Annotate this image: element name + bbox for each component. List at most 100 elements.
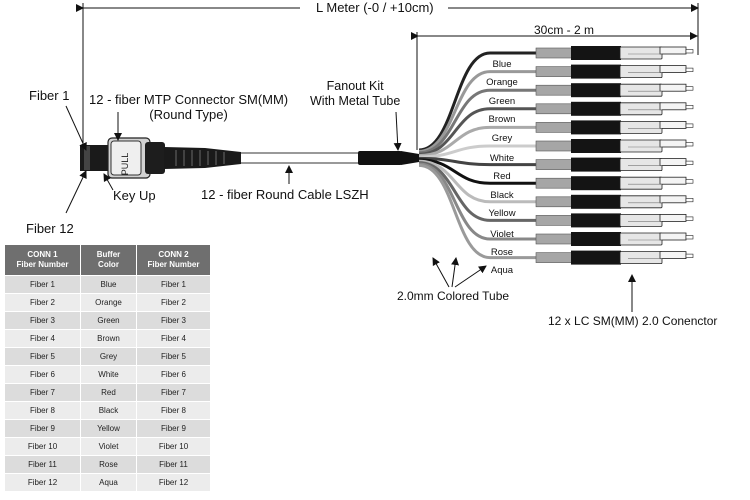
round-cable-label: 12 - fiber Round Cable LSZH [201,187,369,202]
cell-color: Green [81,312,136,329]
cell-color: Blue [81,276,136,293]
colored-tube-label: 2.0mm Colored Tube [397,289,510,303]
header-buffer-color: Buffer Color [81,245,136,275]
lc-connector [535,120,694,135]
cell-color: Red [81,384,136,401]
cell-conn1: Fiber 5 [5,348,80,365]
fanout-kit-label-line1: Fanout Kit [326,79,384,93]
fiber-color-label-8: Black [490,190,514,201]
cell-conn1: Fiber 6 [5,366,80,383]
fanout-fiber [418,144,536,159]
cell-conn2: Fiber 11 [137,456,210,473]
fiber-color-label-7: Red [493,171,511,182]
lc-connector [535,139,694,153]
fiber-color-label-1: Blue [492,59,512,70]
header-conn2-line2: Fiber Number [147,260,200,269]
fanout-fiber [418,162,536,241]
cell-color: Orange [81,294,136,311]
lc-connectors [535,46,694,265]
lc-connector [535,250,694,265]
cell-conn2: Fiber 6 [137,366,210,383]
lc-connector [535,64,694,79]
header-conn2-line1: CONN 2 [158,250,189,259]
header-buffer-line1: Buffer [96,250,121,259]
lc-connector-label: 12 x LC SM(MM) 2.0 Conenctor [548,314,718,328]
cell-conn2: Fiber 10 [137,438,210,455]
length-dimension-label: L Meter (-0 / +10cm) [313,0,437,15]
cell-conn1: Fiber 10 [5,438,80,455]
header-conn1: CONN 1 Fiber Number [5,245,80,275]
cell-color: Black [81,402,136,419]
mtp-connector [80,137,241,179]
cell-conn2: Fiber 8 [137,402,210,419]
lc-connector [535,101,694,116]
lc-connector [535,176,694,191]
fiber1-label: Fiber 1 [29,88,70,103]
cell-conn1: Fiber 9 [5,420,80,437]
fiber-color-label-11: Rose [490,247,514,258]
cell-conn1: Fiber 1 [5,276,80,293]
header-conn1-line2: Fiber Number [16,260,69,269]
fanout-fiber [418,156,536,167]
fanout-fiber [418,163,536,260]
cell-color: Yellow [81,420,136,437]
cell-color: Aqua [81,474,136,491]
header-buffer-line2: Color [98,260,119,269]
cell-color: Violet [81,438,136,455]
fanout-fiber [418,161,536,222]
fiber-color-label-4: Brown [488,114,516,125]
cell-conn1: Fiber 2 [5,294,80,311]
cell-conn1: Fiber 4 [5,330,80,347]
fiber-color-label-10: Violet [490,229,514,240]
cell-conn1: Fiber 12 [5,474,80,491]
fanout-fiber [418,158,536,185]
fiber-color-label-3: Green [488,96,516,107]
key-up-label: Key Up [113,188,156,203]
lc-connector [535,194,694,209]
breakout-length-label: 30cm - 2 m [534,23,595,37]
lc-connector [535,46,694,60]
fiber-color-label-12: Aqua [490,265,514,276]
lc-connector [535,213,694,228]
fiber-color-label-6: White [489,153,515,164]
cell-conn2: Fiber 2 [137,294,210,311]
mtp-connector-label-line1: 12 - fiber MTP Connector SM(MM) [89,92,289,107]
fiber-mapping-table: CONN 1 Fiber Number Buffer Color CONN 2 … [4,244,211,492]
cell-color: Rose [81,456,136,473]
fanout-fiber [418,159,536,204]
cell-color: White [81,366,136,383]
fanout-kit [358,151,419,165]
fanout-fiber [418,125,536,158]
fiber12-label: Fiber 12 [26,221,74,236]
cell-conn2: Fiber 4 [137,330,210,347]
fiber-color-label-5: Grey [491,133,513,144]
fanout-fiber [418,51,536,152]
mtp-connector-label-line2: (Round Type) [149,107,228,122]
cell-conn1: Fiber 11 [5,456,80,473]
cell-conn2: Fiber 5 [137,348,210,365]
lc-connector [535,157,694,172]
cell-conn1: Fiber 8 [5,402,80,419]
fanout-kit-label-line2: With Metal Tube [310,94,401,108]
cell-conn1: Fiber 3 [5,312,80,329]
fanout-fiber [418,70,536,153]
fanout-fiber [418,107,536,156]
cell-conn2: Fiber 3 [137,312,210,329]
cell-conn1: Fiber 7 [5,384,80,401]
fiber-color-label-2: Orange [486,77,518,88]
table-header-row: CONN 1 Fiber Number Buffer Color CONN 2 … [5,245,210,275]
lc-connector [535,232,694,246]
cell-conn2: Fiber 9 [137,420,210,437]
cell-conn2: Fiber 12 [137,474,210,491]
cell-color: Grey [81,348,136,365]
